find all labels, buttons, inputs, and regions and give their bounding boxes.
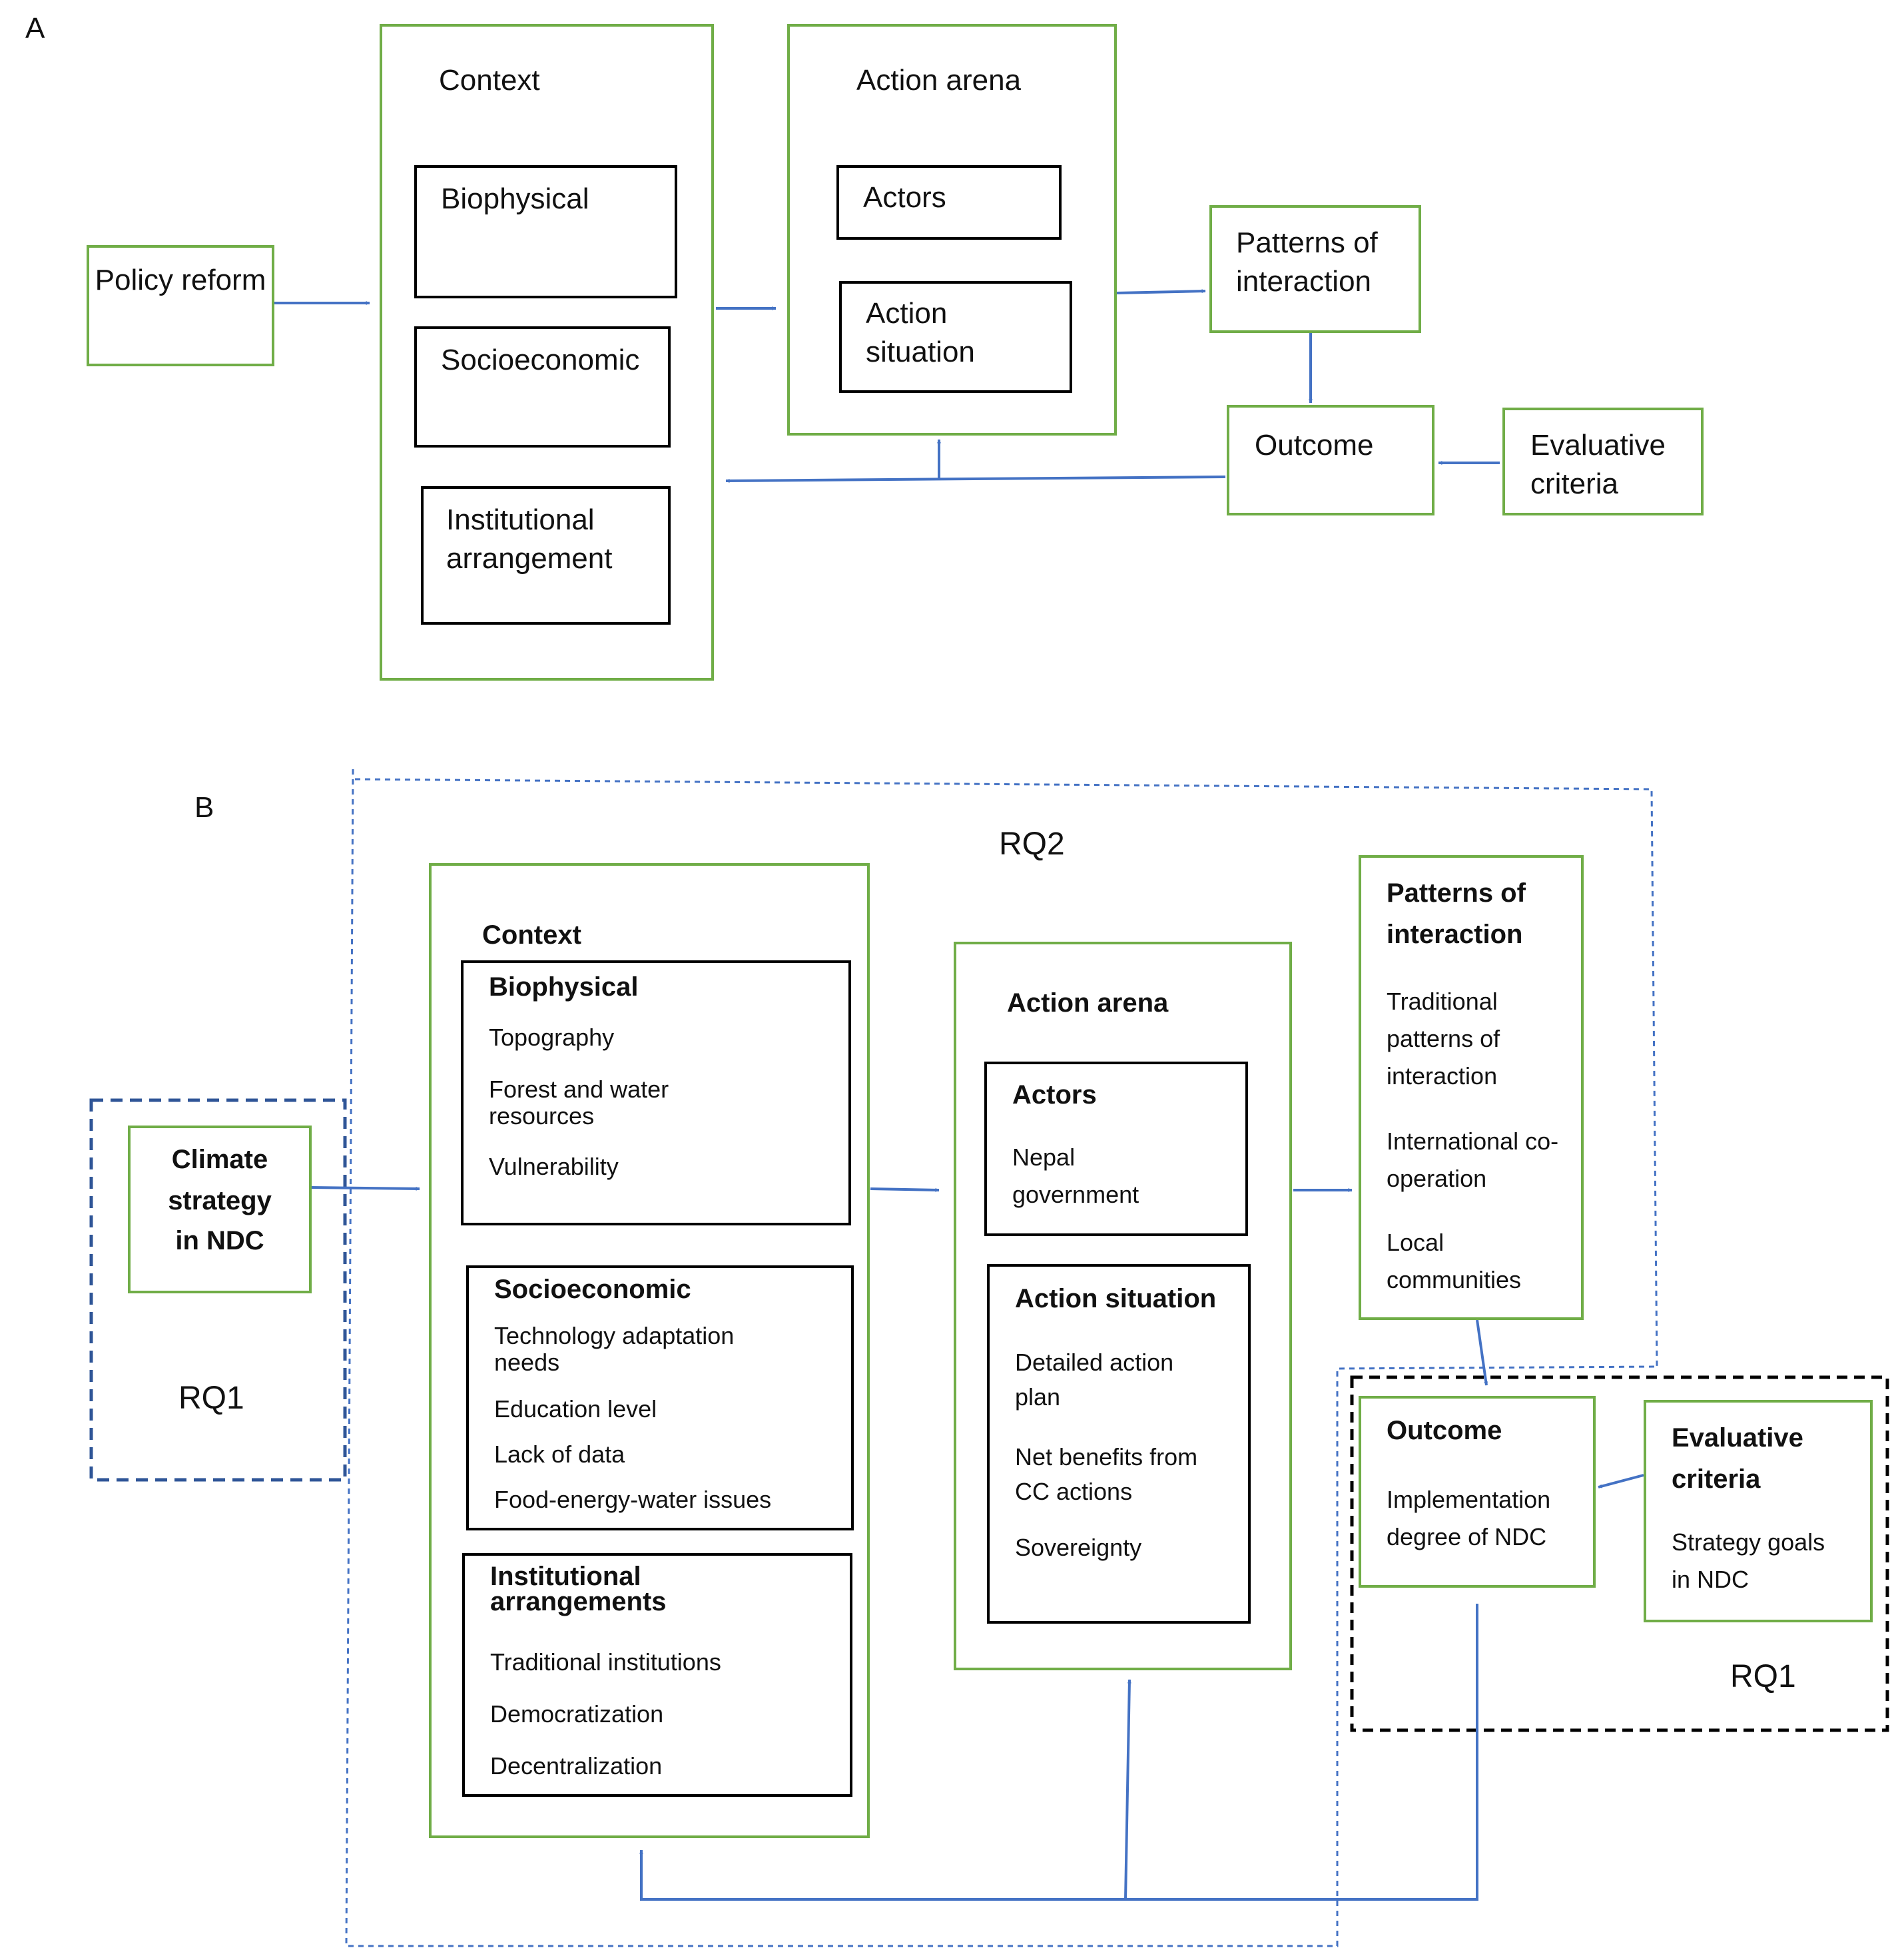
socioeconomic-item: Lack of data <box>494 1441 625 1468</box>
outcome-label-a: Outcome <box>1255 429 1374 462</box>
rq2-frame-top-right <box>354 778 1658 1367</box>
arrow-climate-to-context <box>311 1186 420 1191</box>
rq2-label: RQ2 <box>999 826 1065 862</box>
biophysical-title-b: Biophysical <box>489 972 639 1002</box>
actors-label-a: Actors <box>863 181 946 214</box>
actors-box-b: Actors Nepal government <box>984 1062 1248 1236</box>
action-situation-item: Net benefits from CC actions <box>1015 1443 1198 1505</box>
evaluative-title-b: Evaluative criteria <box>1672 1423 1803 1494</box>
action-situation-item: Sovereignty <box>1015 1534 1142 1561</box>
action-situation-box-b: Action situation Detailed action plan Ne… <box>987 1264 1251 1624</box>
socioeconomic-box-a: Socioeconomic <box>414 326 671 448</box>
action-situation-item: Detailed action plan <box>1015 1349 1174 1411</box>
climate-strategy-box: Climate strategy in NDC <box>128 1126 312 1293</box>
institutional-title-b: Institutional arrangements <box>490 1562 667 1616</box>
patterns-title-b: Patterns of interaction <box>1387 878 1526 949</box>
rq1-label-left: RQ1 <box>178 1381 244 1416</box>
action-situation-title-b: Action situation <box>1015 1284 1217 1313</box>
outcome-title-b: Outcome <box>1387 1416 1502 1445</box>
arrow-patterns-to-outcome-b <box>1476 1319 1488 1386</box>
socioeconomic-label-a: Socioeconomic <box>441 344 640 376</box>
arrow-evaluative-to-outcome-b <box>1598 1474 1644 1488</box>
climate-strategy-line-3: in NDC <box>175 1226 264 1255</box>
institutional-label-a: Institutional arrangement <box>446 503 613 575</box>
socioeconomic-box-b: Socioeconomic Technology adaptation need… <box>466 1265 854 1530</box>
biophysical-item: Forest and water resources <box>489 1076 669 1130</box>
biophysical-box-a: Biophysical <box>414 165 677 298</box>
context-title-b: Context <box>482 920 581 950</box>
patterns-item: Local communities <box>1387 1229 1522 1293</box>
socioeconomic-title-b: Socioeconomic <box>494 1275 691 1304</box>
institutional-item: Decentralization <box>490 1752 663 1780</box>
patterns-box-b: Patterns of interaction Traditional patt… <box>1359 855 1584 1320</box>
rq1-frame-right <box>1350 1375 1889 1732</box>
patterns-box-a: Patterns of interaction <box>1209 205 1421 333</box>
institutional-box-a: Institutional arrangement <box>421 486 671 625</box>
rq1-frame-left <box>89 1098 347 1482</box>
actors-box-a: Actors <box>836 165 1062 240</box>
rq2-frame-bottom <box>345 769 1658 1947</box>
evaluative-label-a: Evaluative criteria <box>1530 429 1666 500</box>
outcome-item: Implementation degree of NDC <box>1387 1486 1551 1550</box>
action-situation-label-a: Action situation <box>866 297 975 368</box>
biophysical-item: Vulnerability <box>489 1153 619 1180</box>
socioeconomic-item: Technology adaptation needs <box>494 1322 735 1376</box>
socioeconomic-item: Education level <box>494 1395 657 1423</box>
context-title-a: Context <box>439 64 540 97</box>
patterns-item: Traditional patterns of interaction <box>1387 988 1500 1090</box>
biophysical-item: Topography <box>489 1024 615 1051</box>
outcome-box-a: Outcome <box>1227 405 1434 515</box>
institutional-item: Traditional institutions <box>490 1648 721 1676</box>
policy-reform-box: Policy reform <box>87 245 274 366</box>
climate-strategy-line-1: Climate <box>171 1145 268 1174</box>
patterns-label-a: Patterns of interaction <box>1236 226 1378 298</box>
biophysical-label-a: Biophysical <box>441 182 589 215</box>
institutional-box-b: Institutional arrangements Traditional i… <box>462 1553 852 1797</box>
rq1-label-right: RQ1 <box>1730 1659 1796 1694</box>
context-box-b: Context Biophysical Topography Forest an… <box>429 863 870 1838</box>
panel-label-b: B <box>194 791 214 824</box>
outcome-box-b: Outcome Implementation degree of NDC <box>1359 1396 1596 1588</box>
evaluative-box-b: Evaluative criteria Strategy goals in ND… <box>1644 1400 1873 1622</box>
action-arena-box-a: Action arena Actors Action situation <box>787 24 1117 436</box>
patterns-item: International co-operation <box>1387 1128 1559 1192</box>
arrow-feedback-to-arena <box>1124 1679 1131 1900</box>
action-arena-box-b: Action arena Actors Nepal government Act… <box>954 942 1292 1670</box>
arrow-arena-to-patterns <box>1115 289 1206 294</box>
socioeconomic-item: Food-energy-water issues <box>494 1486 772 1513</box>
policy-reform-label: Policy reform <box>95 264 266 296</box>
arrow-outcome-feedback-context <box>725 476 1226 483</box>
action-arena-title-a: Action arena <box>856 64 1022 97</box>
biophysical-box-b: Biophysical Topography Forest and water … <box>461 960 851 1225</box>
evaluative-item: Strategy goals in NDC <box>1672 1528 1825 1593</box>
context-box-a: Context Biophysical Socioeconomic Instit… <box>380 24 714 681</box>
panel-label-a: A <box>25 12 45 45</box>
climate-strategy-line-2: strategy <box>168 1186 272 1215</box>
actors-title-b: Actors <box>1012 1080 1097 1110</box>
institutional-item: Democratization <box>490 1700 664 1728</box>
action-arena-title-b: Action arena <box>1007 988 1169 1018</box>
arrow-context-to-arena-b <box>870 1187 940 1192</box>
actors-item: Nepal government <box>1012 1143 1139 1208</box>
action-situation-box-a: Action situation <box>839 281 1072 393</box>
evaluative-box-a: Evaluative criteria <box>1502 408 1704 515</box>
